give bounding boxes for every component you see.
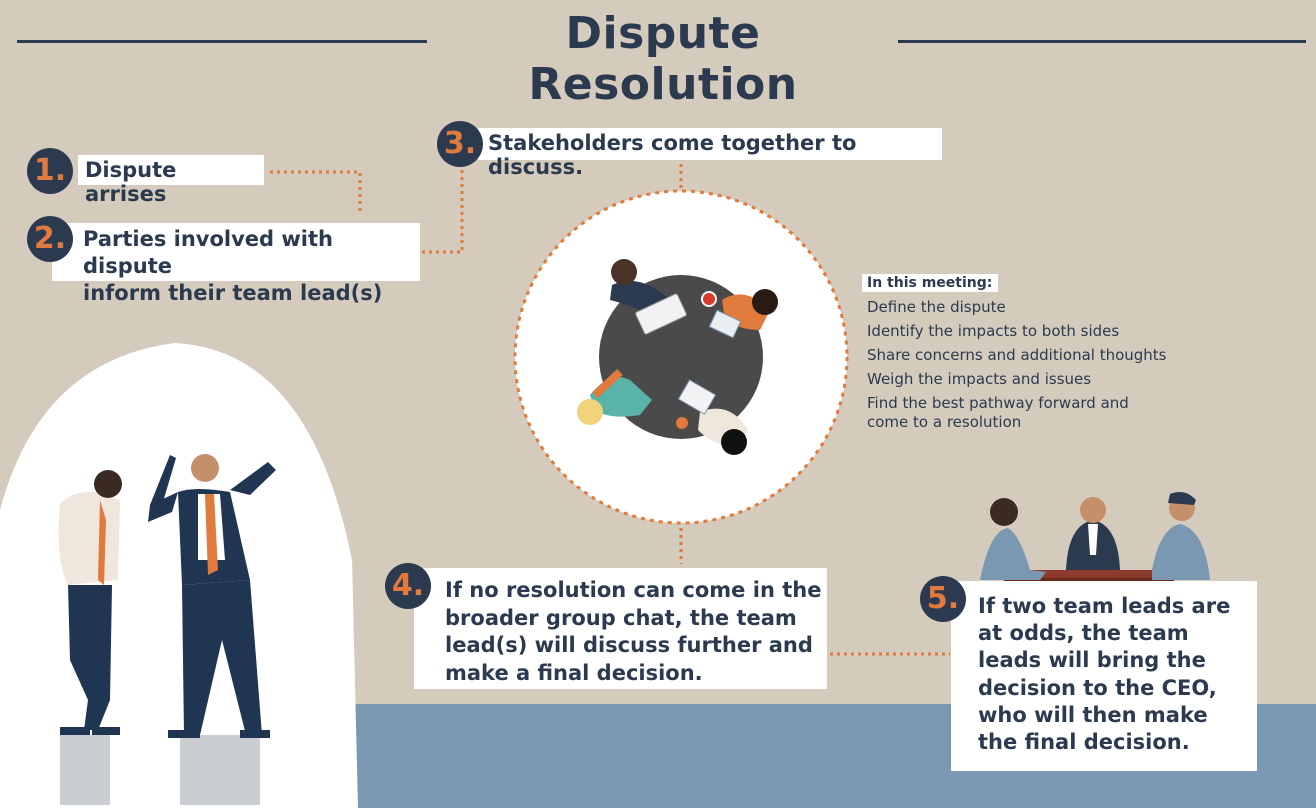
meeting-person-2 <box>701 289 778 339</box>
meeting-item: Find the best pathway forward and <box>867 394 1129 412</box>
step-2-number: 2. <box>27 216 73 262</box>
step-1-text: Dispute arrises <box>85 158 177 206</box>
step-5-line-6: the final decision. <box>978 730 1190 755</box>
meeting-item: Define the dispute <box>867 298 1006 316</box>
step-5-line-4: decision to the CEO, <box>978 675 1217 700</box>
page-title: Dispute Resolution <box>528 8 798 110</box>
title-rule-right <box>898 40 1306 43</box>
connector-lines <box>270 164 950 656</box>
step-4-box: If no resolution can come in the broader… <box>414 568 827 689</box>
meeting-list: Define the dispute Identify the impacts … <box>867 298 1207 437</box>
step-3-text: Stakeholders come together to discuss. <box>488 131 857 179</box>
meeting-item: Weigh the impacts and issues <box>867 370 1092 388</box>
meeting-item: Identify the impacts to both sides <box>867 322 1120 340</box>
step-2-box: Parties involved with dispute inform the… <box>52 223 420 305</box>
spotlight-shape <box>0 343 358 808</box>
meeting-item: Share concerns and additional thoughts <box>867 346 1167 364</box>
step-4-line-2: broader group chat, the team <box>445 605 797 630</box>
connector-2-3 <box>422 168 464 254</box>
step-1-box: Dispute arrises <box>78 155 264 206</box>
meeting-person-3 <box>577 369 652 425</box>
meeting-heading: In this meeting: <box>862 274 999 292</box>
step-4-line-4: make a final decision. <box>445 660 703 685</box>
arguing-men <box>58 454 276 738</box>
meeting-item: come to a resolution <box>867 413 1022 431</box>
step-5-line-3: leads will bring the <box>978 648 1206 673</box>
title-rule-left <box>17 40 427 43</box>
meeting-person-4 <box>676 379 748 455</box>
step-5-line-2: at odds, the team <box>978 621 1189 646</box>
step-1-number: 1. <box>27 148 73 194</box>
step-5-line-1: If two team leads are <box>978 594 1231 618</box>
step-4-number: 4. <box>385 563 431 609</box>
step-4-line-1: If no resolution can come in the <box>445 578 822 602</box>
ceo-meeting <box>980 492 1210 582</box>
step-4-line-3: lead(s) will discuss further and <box>445 633 813 657</box>
step-5-number: 5. <box>920 576 966 622</box>
step-3-box: Stakeholders come together to discuss. <box>478 128 942 179</box>
connector-1-2 <box>270 170 362 214</box>
step-2-line-1: Parties involved with dispute <box>83 227 333 278</box>
step-3-number: 3. <box>437 121 483 167</box>
step-5-box: If two team leads are at odds, the team … <box>951 581 1257 771</box>
floor-reflection <box>60 735 260 805</box>
meeting-person-1 <box>610 259 687 335</box>
step-2-line-2: inform their team lead(s) <box>83 281 383 305</box>
step-5-line-5: who will then make <box>978 702 1208 727</box>
